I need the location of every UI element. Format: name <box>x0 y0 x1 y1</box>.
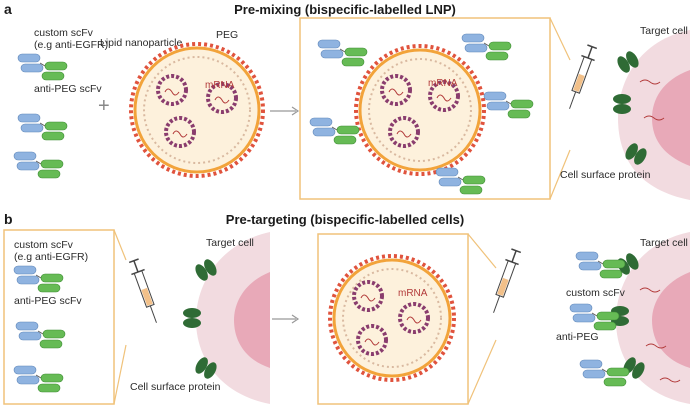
scfv-a-2 <box>17 113 68 141</box>
arrow-a-1-head <box>291 106 300 116</box>
lipid-np-label: Lipid nanoparticle <box>100 37 182 49</box>
pretarget-box-left <box>3 229 115 405</box>
syringe-b-1 <box>126 257 164 326</box>
scfv-box-5 <box>435 167 486 195</box>
zoom-line-b-2 <box>113 344 127 405</box>
zoom-line-a-1 <box>549 17 571 61</box>
panel-a-custom-scfv-label-1: custom scFv <box>34 27 94 39</box>
mrna-label-b: mRNA <box>398 288 428 299</box>
panel-a-custom-scfv-label-2: (e.g anti-EGFR) <box>34 39 108 51</box>
lnp-a-left: mRNA <box>129 42 265 178</box>
panel-a-title: Pre-mixing (bispecific-labelled LNP) <box>234 2 456 17</box>
custom-scfv-b-2-label: custom scFv <box>566 287 626 299</box>
target-cell-b-1-label: Target cell <box>206 237 254 249</box>
scfv-a-1 <box>17 53 68 81</box>
panel-b-anti-peg-label: anti-PEG scFv <box>14 295 82 307</box>
panel-b-custom-scfv-label-2: (e.g anti-EGFR) <box>14 251 88 263</box>
mrna-label-a-left: mRNA <box>205 80 235 91</box>
zoom-line-b-3 <box>467 233 497 269</box>
scfv-b-1 <box>13 265 64 293</box>
lnp-a-box: mRNA <box>354 44 486 176</box>
syringe-b-2 <box>486 247 524 316</box>
zoom-line-b-4 <box>467 339 497 405</box>
lnp-box-b <box>317 233 469 405</box>
peg-label: PEG <box>216 29 238 41</box>
panel-a-letter: a <box>4 1 12 17</box>
panel-b-title: Pre-targeting (bispecific-labelled cells… <box>226 212 464 227</box>
scfv-b-bound-3 <box>579 359 630 387</box>
panel-a-anti-peg-label: anti-PEG scFv <box>34 83 102 95</box>
panel-b-custom-scfv-label-1: custom scFv <box>14 239 74 251</box>
scfv-box-2 <box>461 33 512 61</box>
premix-box <box>299 17 551 200</box>
scfv-b-bound-1 <box>575 251 626 279</box>
zoom-line-a-2 <box>549 149 571 200</box>
target-cell-b-2-label: Target cell <box>640 237 688 249</box>
scfv-b-bound-2 <box>569 303 620 331</box>
plus-sign: + <box>98 95 110 117</box>
surface-protein-a-label: Cell surface protein <box>560 169 651 181</box>
surface-protein-b-label: Cell surface protein <box>130 381 221 393</box>
scfv-box-3 <box>483 91 534 119</box>
scfv-box-4 <box>309 117 360 145</box>
scfv-b-2 <box>15 321 66 349</box>
anti-peg-b-2-label: anti-PEG <box>556 331 599 343</box>
panel-b-letter: b <box>4 211 13 227</box>
lnp-b: mRNA <box>328 254 456 382</box>
scfv-b-3 <box>13 365 64 393</box>
zoom-line-b-1 <box>113 229 127 261</box>
arrow-b-1-head <box>291 314 300 324</box>
scfv-a-3 <box>13 151 64 179</box>
mrna-label-a-box: mRNA <box>428 78 458 89</box>
syringe-a <box>562 43 600 112</box>
target-cell-a-label: Target cell <box>640 25 688 37</box>
scfv-box-1 <box>317 39 368 67</box>
